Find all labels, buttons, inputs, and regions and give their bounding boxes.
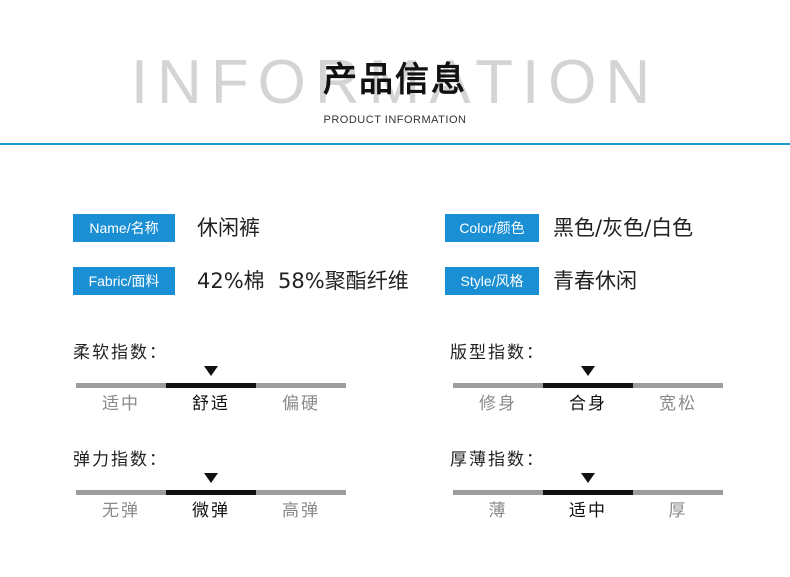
- page-title: 产品信息: [323, 60, 467, 100]
- color-value: 黑色/灰色/白色: [553, 216, 694, 240]
- elasticity-scale: 无弹 微弹 高弹: [76, 473, 346, 523]
- elasticity-marker-icon: [204, 473, 218, 483]
- fit-option: 合身: [569, 394, 607, 414]
- thickness-bar-segment: [453, 490, 543, 495]
- style-tag: Style/风格: [445, 267, 539, 295]
- softness-option: 适中: [102, 394, 140, 414]
- softness-bar: [76, 383, 346, 388]
- thickness-scale: 薄 适中 厚: [453, 473, 723, 523]
- color-tag: Color/颜色: [445, 214, 539, 242]
- fit-bar: [453, 383, 723, 388]
- fit-option: 修身: [479, 394, 517, 414]
- elasticity-option: 无弹: [102, 501, 140, 521]
- softness-option: 偏硬: [282, 394, 320, 414]
- thickness-bar-segment: [543, 490, 633, 495]
- softness-bar-segment: [166, 383, 256, 388]
- name-value: 休闲裤: [197, 216, 260, 240]
- softness-marker-icon: [204, 366, 218, 376]
- page-subtitle: PRODUCT INFORMATION: [323, 114, 467, 126]
- fabric-tag: Fabric/面料: [73, 267, 175, 295]
- fit-label: 版型指数：: [450, 343, 545, 363]
- softness-scale: 适中 舒适 偏硬: [76, 366, 346, 416]
- thickness-option: 适中: [569, 501, 607, 521]
- softness-bar-segment: [256, 383, 346, 388]
- thickness-option: 厚: [668, 501, 688, 521]
- thickness-bar-segment: [633, 490, 723, 495]
- elasticity-label: 弹力指数：: [73, 450, 168, 470]
- thickness-marker-icon: [581, 473, 595, 483]
- header-divider: [0, 143, 790, 145]
- elasticity-bar-segment: [76, 490, 166, 495]
- elasticity-bar-segment: [166, 490, 256, 495]
- elasticity-bar-segment: [256, 490, 346, 495]
- elasticity-bar: [76, 490, 346, 495]
- thickness-option: 薄: [488, 501, 508, 521]
- fit-scale: 修身 合身 宽松: [453, 366, 723, 416]
- softness-option: 舒适: [192, 394, 230, 414]
- header: INFORMATION 产品信息 PRODUCT INFORMATION: [0, 0, 790, 145]
- fit-option: 宽松: [659, 394, 697, 414]
- softness-label: 柔软指数：: [73, 343, 168, 363]
- elasticity-option: 微弹: [192, 501, 230, 521]
- fit-bar-segment: [543, 383, 633, 388]
- name-tag: Name/名称: [73, 214, 175, 242]
- softness-bar-segment: [76, 383, 166, 388]
- background-word: INFORMATION: [130, 48, 660, 117]
- style-value: 青春休闲: [553, 269, 637, 293]
- thickness-bar: [453, 490, 723, 495]
- fabric-value: 42%棉 58%聚酯纤维: [197, 269, 409, 293]
- elasticity-option: 高弹: [282, 501, 320, 521]
- fit-marker-icon: [581, 366, 595, 376]
- fit-bar-segment: [633, 383, 723, 388]
- fit-bar-segment: [453, 383, 543, 388]
- thickness-label: 厚薄指数：: [450, 450, 545, 470]
